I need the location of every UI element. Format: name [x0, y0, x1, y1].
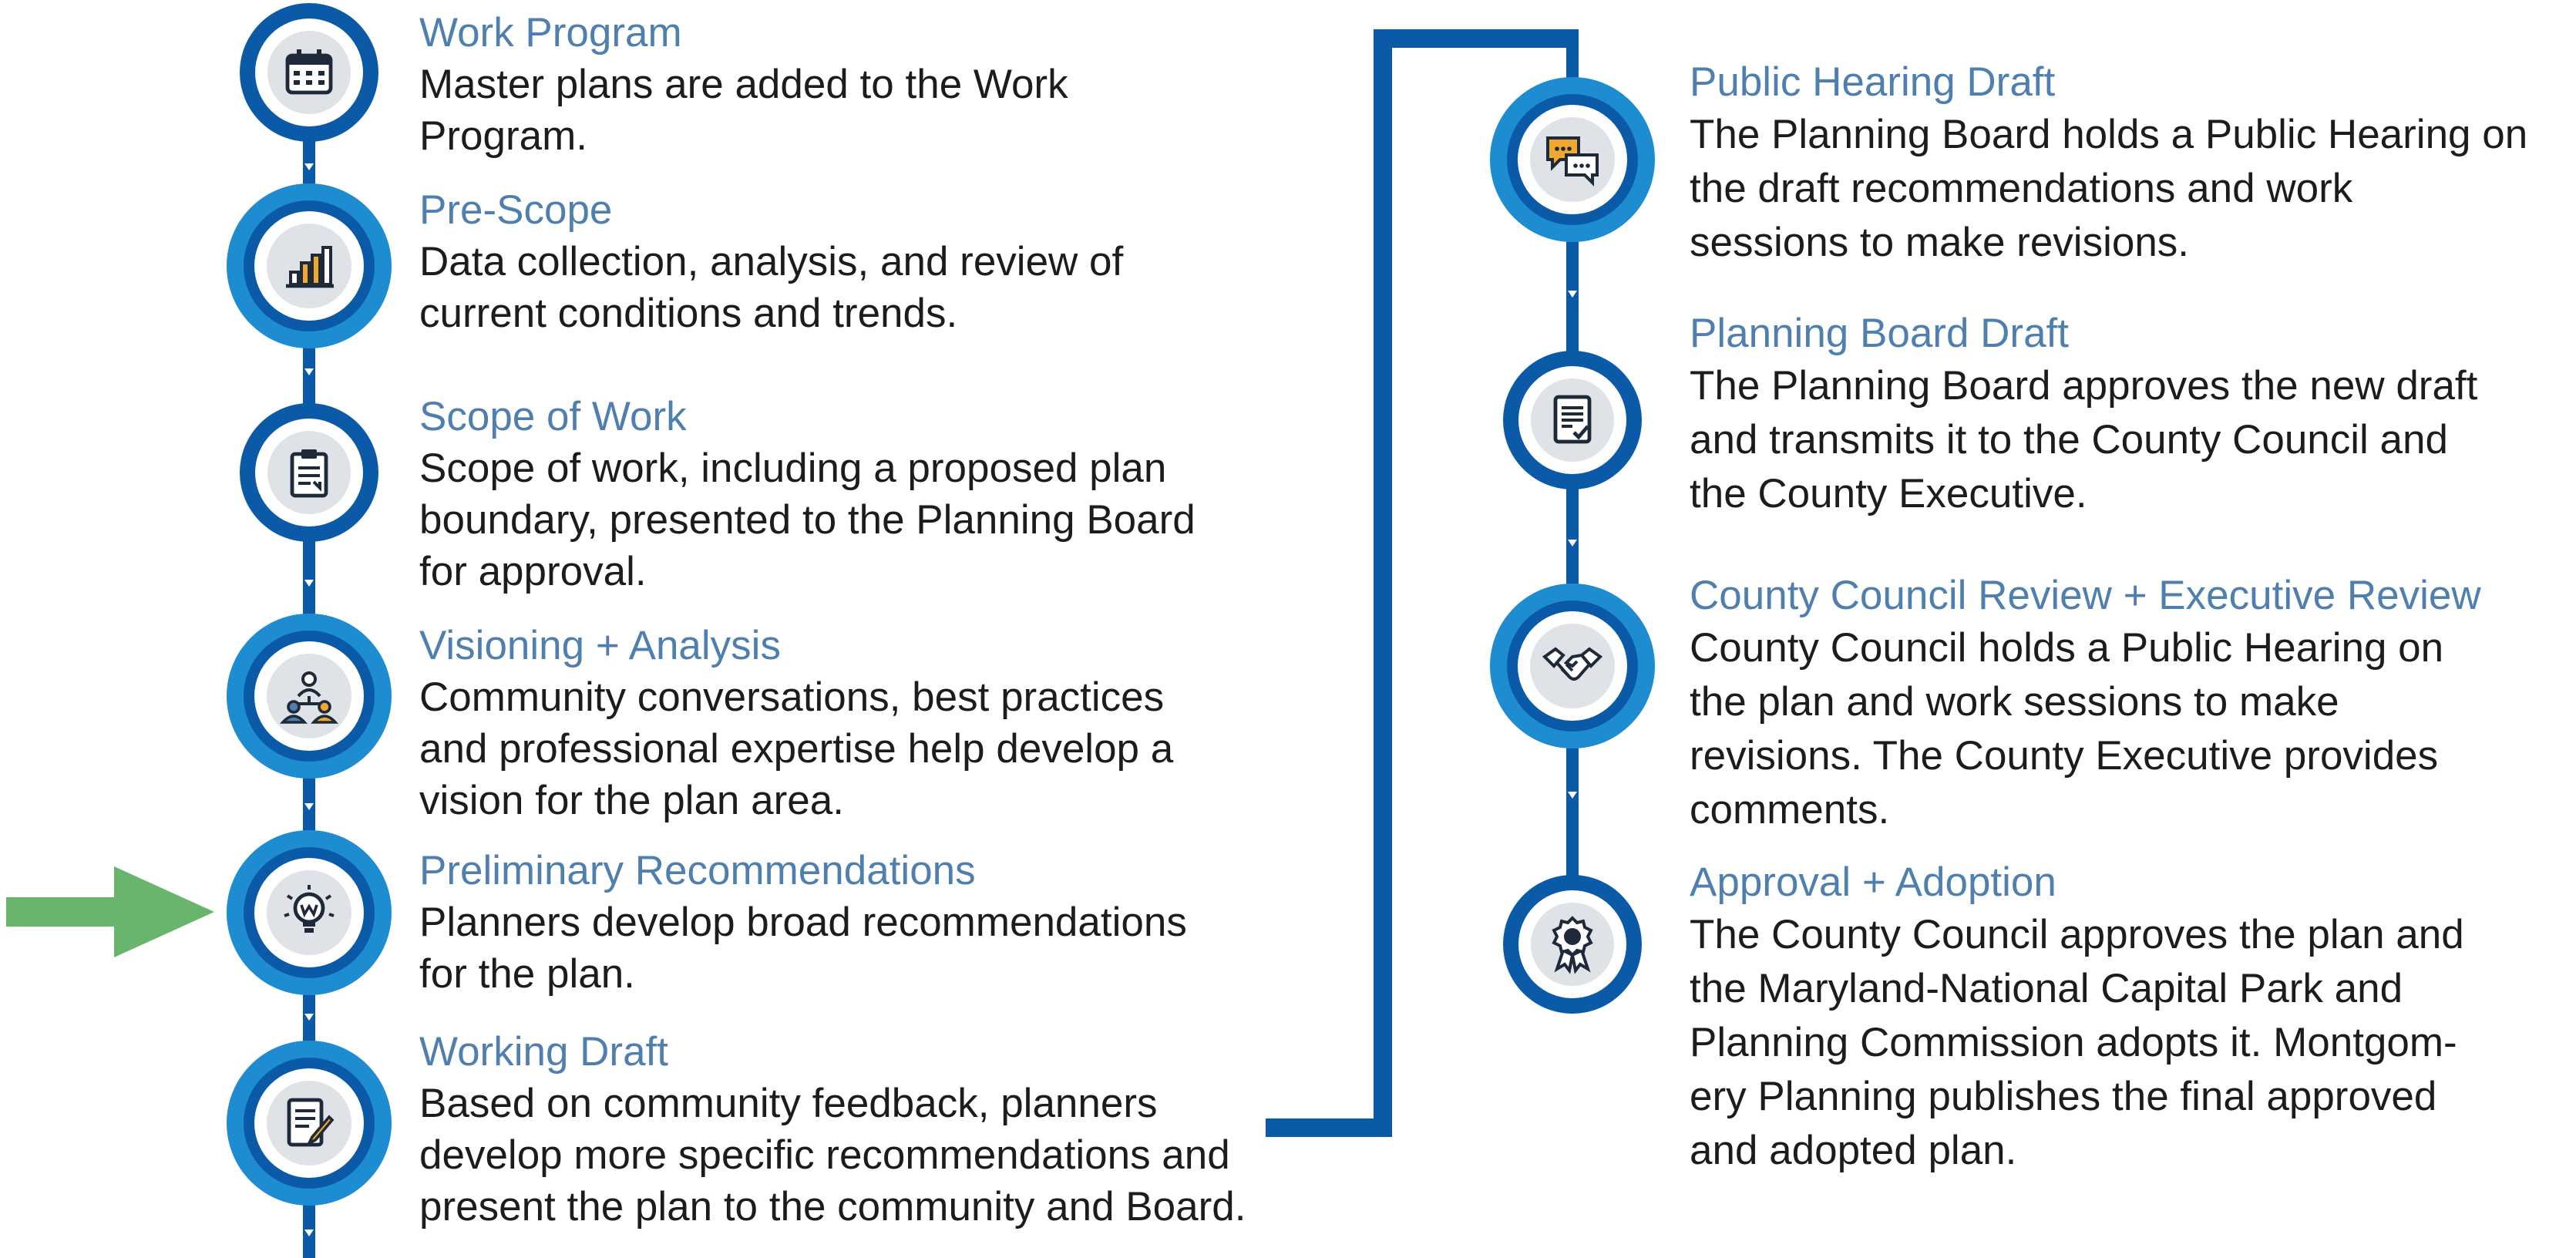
step-desc-line: and transmits it to the County Council a…	[1690, 417, 2448, 462]
step-public-hearing-draft: Public Hearing Draft The Planning Board …	[1690, 57, 2527, 270]
step-work-program: Work Program Master plans are added to t…	[419, 8, 1068, 162]
flow-arrow-icon	[304, 163, 314, 170]
step-desc-line: Master plans are added to the Work	[419, 62, 1068, 107]
step-desc-line: and adopted plan.	[1690, 1128, 2017, 1173]
step-desc-line: comments.	[1690, 787, 1890, 832]
calendar-icon	[285, 49, 333, 95]
flow-arrow-icon	[304, 803, 314, 810]
step-desc-line: The County Council approves the plan and	[1690, 912, 2464, 957]
step-desc-line: current conditions and trends.	[419, 291, 958, 336]
step-desc-line: the draft recommendations and work	[1690, 166, 2353, 211]
step-planning-board-draft: Planning Board Draft The Planning Board …	[1690, 308, 2477, 521]
connector-bottom-segment	[1266, 1118, 1392, 1137]
step-node-planning-board-draft	[1503, 351, 1642, 489]
connector-top-segment	[1374, 29, 1579, 48]
flow-arrow-icon	[304, 368, 314, 375]
step-desc-line: present the plan to the community and Bo…	[419, 1184, 1246, 1229]
step-desc-line: develop more specific recommendations an…	[419, 1132, 1230, 1178]
step-title: Scope of Work	[419, 394, 687, 439]
flow-arrow-icon	[304, 1014, 314, 1021]
clipboard-icon	[290, 449, 328, 498]
step-title: Approval + Adoption	[1690, 859, 2056, 905]
step-desc-line: Community conversations, best practices	[419, 674, 1165, 720]
step-node-pre-scope	[227, 183, 392, 348]
step-title: Planning Board Draft	[1690, 311, 2070, 356]
flow-arrow-icon	[304, 1229, 314, 1236]
step-desc-line: Data collection, analysis, and review of	[419, 239, 1124, 284]
step-approval-adoption: Approval + Adoption The County Council a…	[1690, 857, 2464, 1178]
flow-arrow-icon	[1568, 792, 1577, 799]
step-desc-line: and professional expertise help develop …	[419, 726, 1174, 772]
step-node-public-hearing-draft	[1490, 77, 1655, 242]
step-county-council-review: County Council Review + Executive Review…	[1690, 570, 2481, 837]
bar-chart-icon	[286, 246, 334, 288]
step-desc-line: for approval.	[419, 549, 647, 594]
lightbulb-icon	[284, 885, 335, 933]
step-title: Visioning + Analysis	[419, 623, 781, 668]
step-node-work-program	[240, 3, 378, 142]
step-desc-line: the plan and work sessions to make	[1690, 679, 2339, 725]
step-node-county-council-review	[1490, 584, 1655, 748]
connector-vertical-segment	[1374, 29, 1392, 1137]
step-desc-line: for the plan.	[419, 951, 635, 997]
step-desc-line: Scope of work, including a proposed plan	[419, 446, 1167, 491]
step-node-approval-adoption	[1503, 875, 1642, 1014]
approved-document-icon	[1553, 395, 1592, 444]
step-desc-line: the County Executive.	[1690, 471, 2087, 516]
step-working-draft: Working Draft Based on community feedbac…	[419, 1027, 1246, 1233]
current-step-arrow-icon	[6, 866, 214, 957]
people-network-icon	[280, 671, 338, 724]
step-desc-line: the Maryland-National Capital Park and	[1690, 966, 2403, 1011]
edit-document-icon	[287, 1098, 335, 1147]
chat-bubbles-icon	[1546, 136, 1599, 187]
step-desc-line: vision for the plan area.	[419, 778, 844, 823]
step-title: Preliminary Recommendations	[419, 848, 976, 893]
step-desc-line: Planning Commission adopts it. Montgom-	[1690, 1020, 2457, 1065]
step-desc-line: The Planning Board approves the new draf…	[1690, 363, 2478, 409]
step-node-working-draft	[227, 1041, 392, 1206]
flow-arrow-icon	[1568, 540, 1577, 547]
step-title: Work Program	[419, 10, 682, 56]
step-desc-line: Program.	[419, 113, 587, 159]
award-ribbon-icon	[1552, 916, 1593, 974]
step-desc-line: The Planning Board holds a Public Hearin…	[1690, 112, 2528, 157]
step-node-scope-of-work	[240, 403, 378, 542]
step-visioning-analysis: Visioning + Analysis Community conversat…	[419, 621, 1173, 826]
step-preliminary-recommendations: Preliminary Recommendations Planners dev…	[419, 846, 1187, 1000]
handshake-icon	[1542, 647, 1603, 681]
step-scope-of-work: Scope of Work Scope of work, including a…	[419, 392, 1196, 597]
step-title: Public Hearing Draft	[1690, 59, 2056, 105]
step-node-preliminary-recommendations	[227, 830, 392, 995]
step-title: Pre-Scope	[419, 187, 613, 233]
step-desc-line: County Council holds a Public Hearing on	[1690, 625, 2444, 671]
step-desc-line: ery Planning publishes the final approve…	[1690, 1074, 2437, 1119]
step-desc-line: Planners develop broad recommendations	[419, 900, 1187, 945]
step-pre-scope: Pre-Scope Data collection, analysis, and…	[419, 185, 1123, 339]
flow-arrow-icon	[1568, 291, 1577, 298]
step-desc-line: boundary, presented to the Planning Boar…	[419, 497, 1196, 543]
step-desc-line: sessions to make revisions.	[1690, 220, 2190, 265]
flow-arrow-icon	[304, 580, 314, 587]
step-desc-line: revisions. The County Executive provides	[1690, 733, 2439, 779]
step-node-visioning-analysis	[227, 614, 392, 779]
step-desc-line: Based on community feedback, planners	[419, 1081, 1158, 1126]
step-title: Working Draft	[419, 1029, 668, 1075]
step-title: County Council Review + Executive Review	[1690, 573, 2481, 618]
